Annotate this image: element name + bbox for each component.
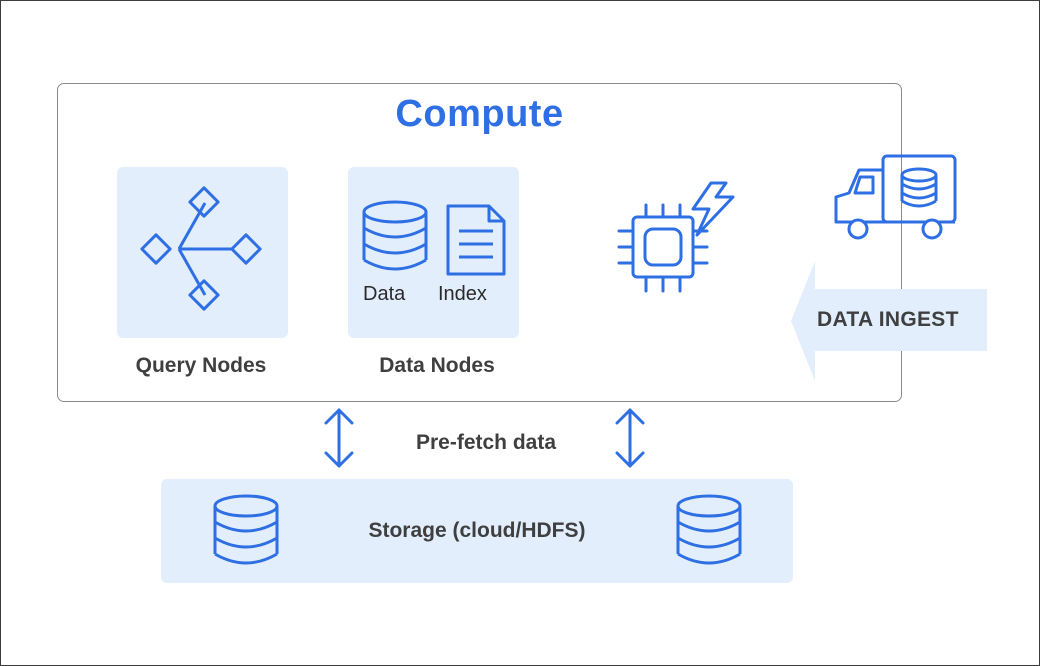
network-graph-icon: [140, 186, 262, 311]
truck-database-icon: [834, 154, 957, 240]
bidirectional-arrow-icon: [324, 408, 354, 468]
query-nodes-label: Query Nodes: [135, 354, 267, 377]
bidirectional-arrow-icon: [615, 408, 645, 468]
data-nodes-label: Data Nodes: [379, 354, 495, 377]
data-nodes-tile: [348, 167, 519, 338]
cpu-lightning-icon: [617, 181, 735, 293]
storage-label: Storage (cloud/HDFS): [368, 519, 586, 542]
ingest-arrow-icon: [791, 261, 987, 381]
database-icon: [213, 494, 279, 565]
document-icon: [446, 204, 506, 276]
storage-container: [161, 479, 793, 583]
database-icon: [676, 494, 742, 565]
prefetch-label: Pre-fetch data: [415, 431, 557, 454]
data-sub-label: Data: [363, 283, 406, 305]
database-icon: [362, 200, 428, 271]
data-ingest-label: DATA INGEST: [817, 308, 959, 331]
compute-title: Compute: [395, 93, 564, 135]
index-sub-label: Index: [438, 283, 487, 305]
